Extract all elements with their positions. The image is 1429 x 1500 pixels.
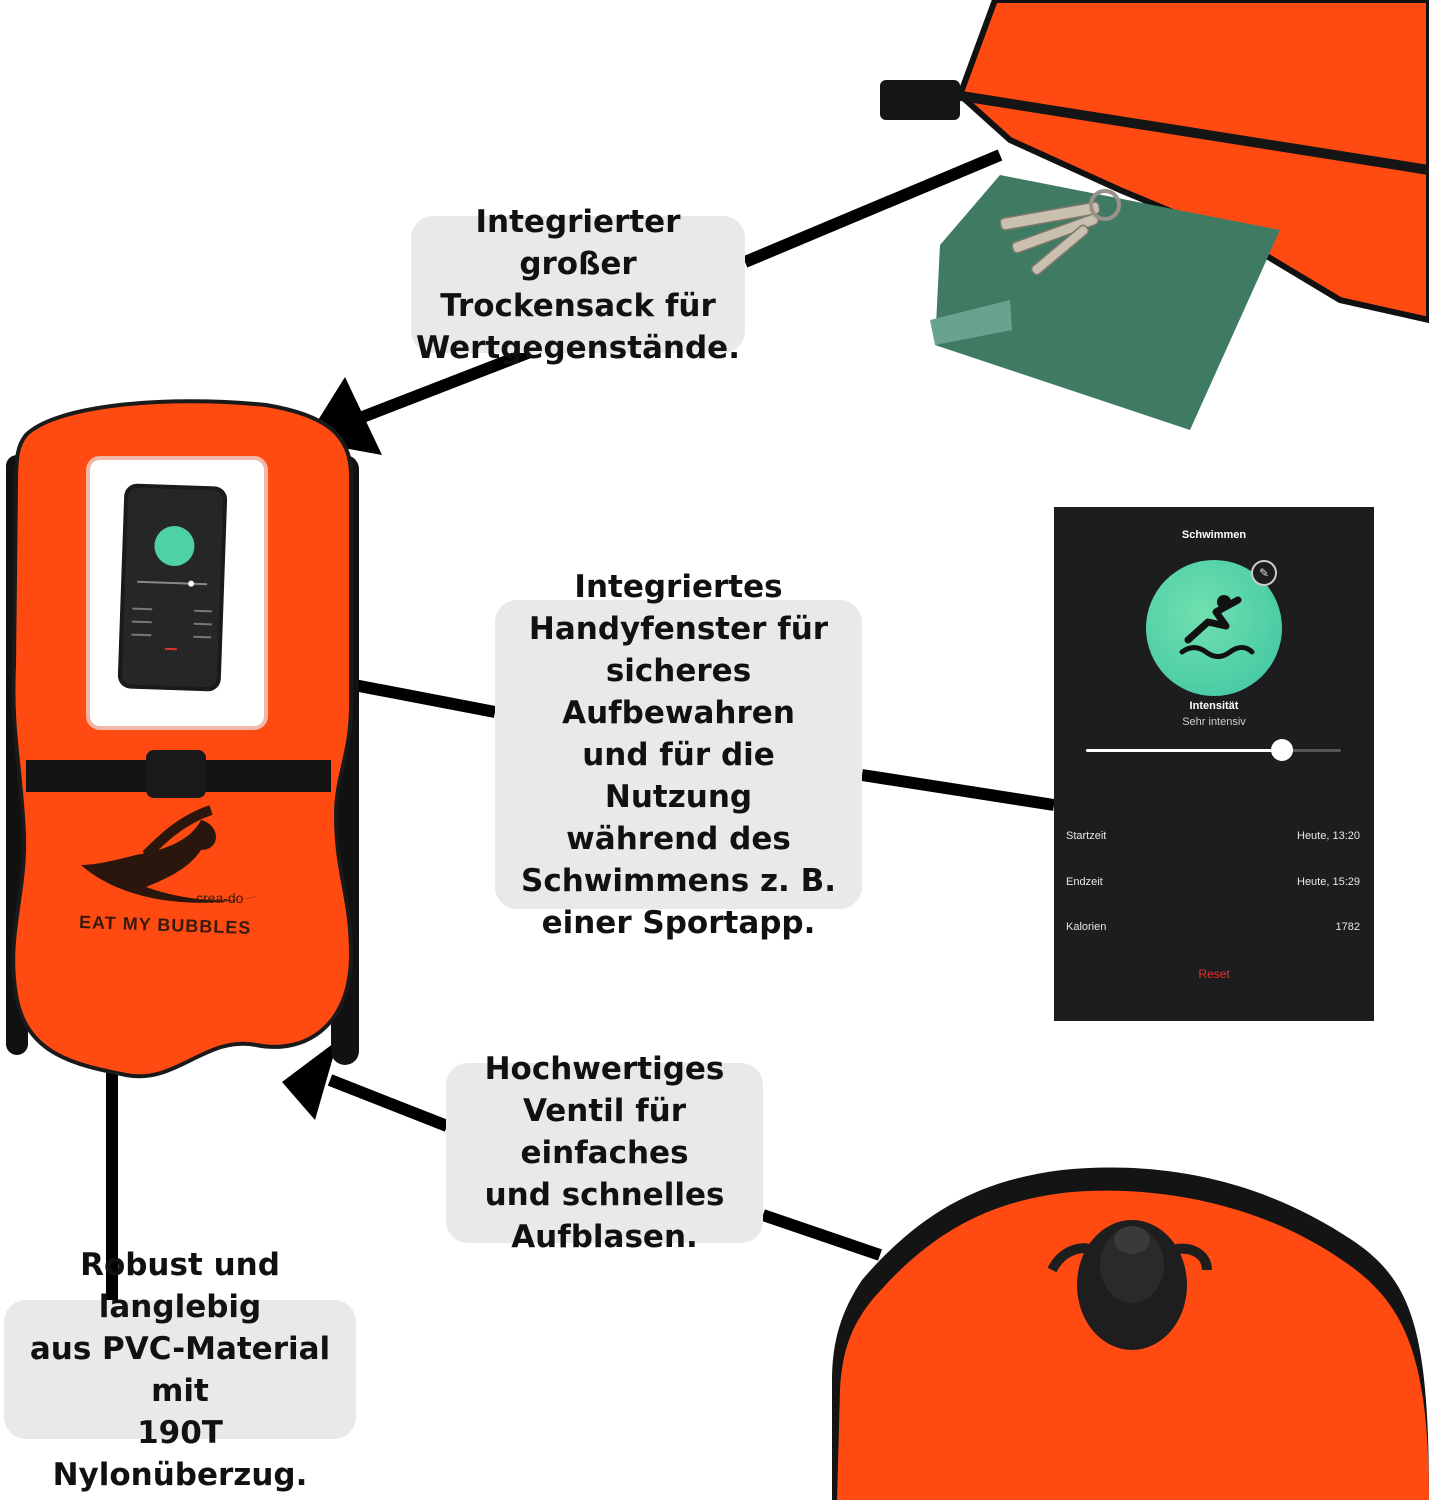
valve-icon: [1047, 1220, 1212, 1350]
brand-logo-icon: [81, 820, 261, 903]
row-value: Heute, 15:29: [1297, 876, 1360, 888]
valve-photo: [832, 1167, 1429, 1500]
dry-bag-photo: [880, 0, 1429, 430]
connector-drybag-photo: [742, 149, 1003, 268]
slider-thumb[interactable]: [1271, 739, 1294, 761]
pencil-icon[interactable]: ✎: [1251, 560, 1277, 586]
phone-in-window: [117, 483, 228, 692]
callout-valve-text: Hochwertiges Ventil für einfaches und sc…: [484, 1051, 725, 1255]
buckle-icon: [880, 80, 960, 120]
strap-buckle-icon: [146, 750, 206, 798]
slider-fill: [1086, 749, 1283, 752]
connector-valve-photo: [761, 1209, 882, 1261]
callout-dry-bag: Integrierter großer Trockensack für Wert…: [411, 204, 745, 366]
row-value: Heute, 13:20: [1297, 830, 1360, 842]
row-label: Startzeit: [1066, 830, 1107, 842]
callout-material-text: Robust und langlebig aus PVC-Material mi…: [29, 1246, 331, 1493]
row-label: Kalorien: [1066, 921, 1107, 933]
callout-phone-window: Integriertes Handyfenster für sicheres A…: [495, 569, 862, 941]
arrowhead-valve: [282, 1040, 338, 1120]
intensity-label: Intensität: [1189, 700, 1239, 712]
towel: [935, 175, 1280, 430]
brand-small: crea-do: [196, 890, 244, 906]
connector-drybag-buoy: [357, 346, 533, 424]
intensity-slider[interactable]: [1086, 739, 1341, 761]
row-value: 1782: [1335, 921, 1360, 933]
connector-phone-app: [861, 769, 1055, 811]
callout-valve: Hochwertiges Ventil für einfaches und sc…: [446, 1051, 763, 1255]
keys-icon: [999, 189, 1121, 276]
intensity-value: Sehr intensiv: [1182, 716, 1246, 728]
callout-phone-window-text: Integriertes Handyfenster für sicheres A…: [521, 568, 836, 941]
connector-valve-buoy: [327, 1074, 450, 1132]
app-screenshot-panel: Schwimmen ✎ Intensität Sehr intensiv Sta…: [1054, 507, 1374, 1021]
row-label: Endzeit: [1066, 876, 1103, 888]
reset-button[interactable]: Reset: [1198, 967, 1230, 981]
callout-material: Robust und langlebig aus PVC-Material mi…: [4, 1247, 356, 1493]
app-title: Schwimmen: [1181, 529, 1247, 541]
callout-dry-bag-text: Integrierter großer Trockensack für Wert…: [416, 203, 740, 366]
